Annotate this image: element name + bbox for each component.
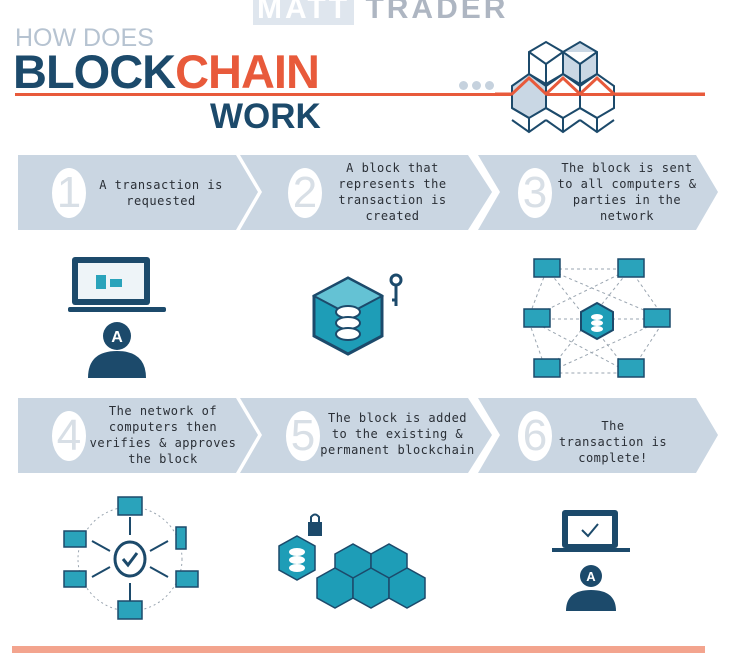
step-text: A block that represents the transaction … — [338, 161, 447, 223]
step-text: The block is sent to all computers & par… — [557, 161, 697, 223]
title-how-does: HOW DOES — [15, 24, 154, 52]
title-block: BLOCK — [13, 45, 176, 98]
step-number: 6 — [518, 411, 552, 461]
watermark-left: MATT — [253, 0, 355, 25]
svg-text:A: A — [586, 569, 596, 584]
step-2-banner: 2 A block that represents the transactio… — [240, 155, 492, 230]
step-4-banner: 4 The network of computers then verifies… — [18, 398, 258, 473]
step-text: The block is added to the existing & per… — [320, 411, 475, 457]
blockchain-cubes-icon — [495, 40, 705, 134]
network-broadcast-icon — [523, 258, 671, 378]
block-key-icon — [311, 273, 403, 356]
step-number: 4 — [52, 411, 86, 461]
step-number: 1 — [52, 168, 86, 218]
dot-icon — [485, 81, 494, 90]
watermark-right: TRADER — [365, 0, 509, 25]
step-number: 2 — [288, 168, 322, 218]
step-text: The transaction is complete! — [558, 419, 668, 465]
watermark: MATT TRADER — [253, 0, 508, 26]
laptop-user-icon: A — [68, 257, 166, 378]
svg-text:A: A — [111, 329, 123, 346]
laptop-check-user-icon: A — [552, 510, 630, 611]
network-verify-icon — [63, 496, 199, 620]
step-number: 5 — [286, 411, 320, 461]
dot-icon — [459, 81, 468, 90]
step-text: The network of computers then verifies &… — [89, 404, 237, 466]
title-chain: CHAIN — [175, 45, 320, 98]
step-5-banner: 5 The block is added to the existing & p… — [240, 398, 492, 473]
footer-bar — [12, 646, 705, 653]
step-6-banner: 6 The transaction is complete! — [478, 398, 718, 473]
step-number: 3 — [518, 168, 552, 218]
title-work: WORK — [210, 97, 321, 136]
step-3-banner: 3 The block is sent to all computers & p… — [478, 155, 718, 230]
blockchain-lock-icon — [278, 513, 426, 609]
title-blockchain: BLOCKCHAIN — [13, 44, 320, 99]
dot-icon — [472, 81, 481, 90]
step-1-banner: 1 A transaction is requested — [18, 155, 258, 230]
step-text: A transaction is requested — [99, 178, 223, 208]
title-underline — [15, 93, 705, 96]
